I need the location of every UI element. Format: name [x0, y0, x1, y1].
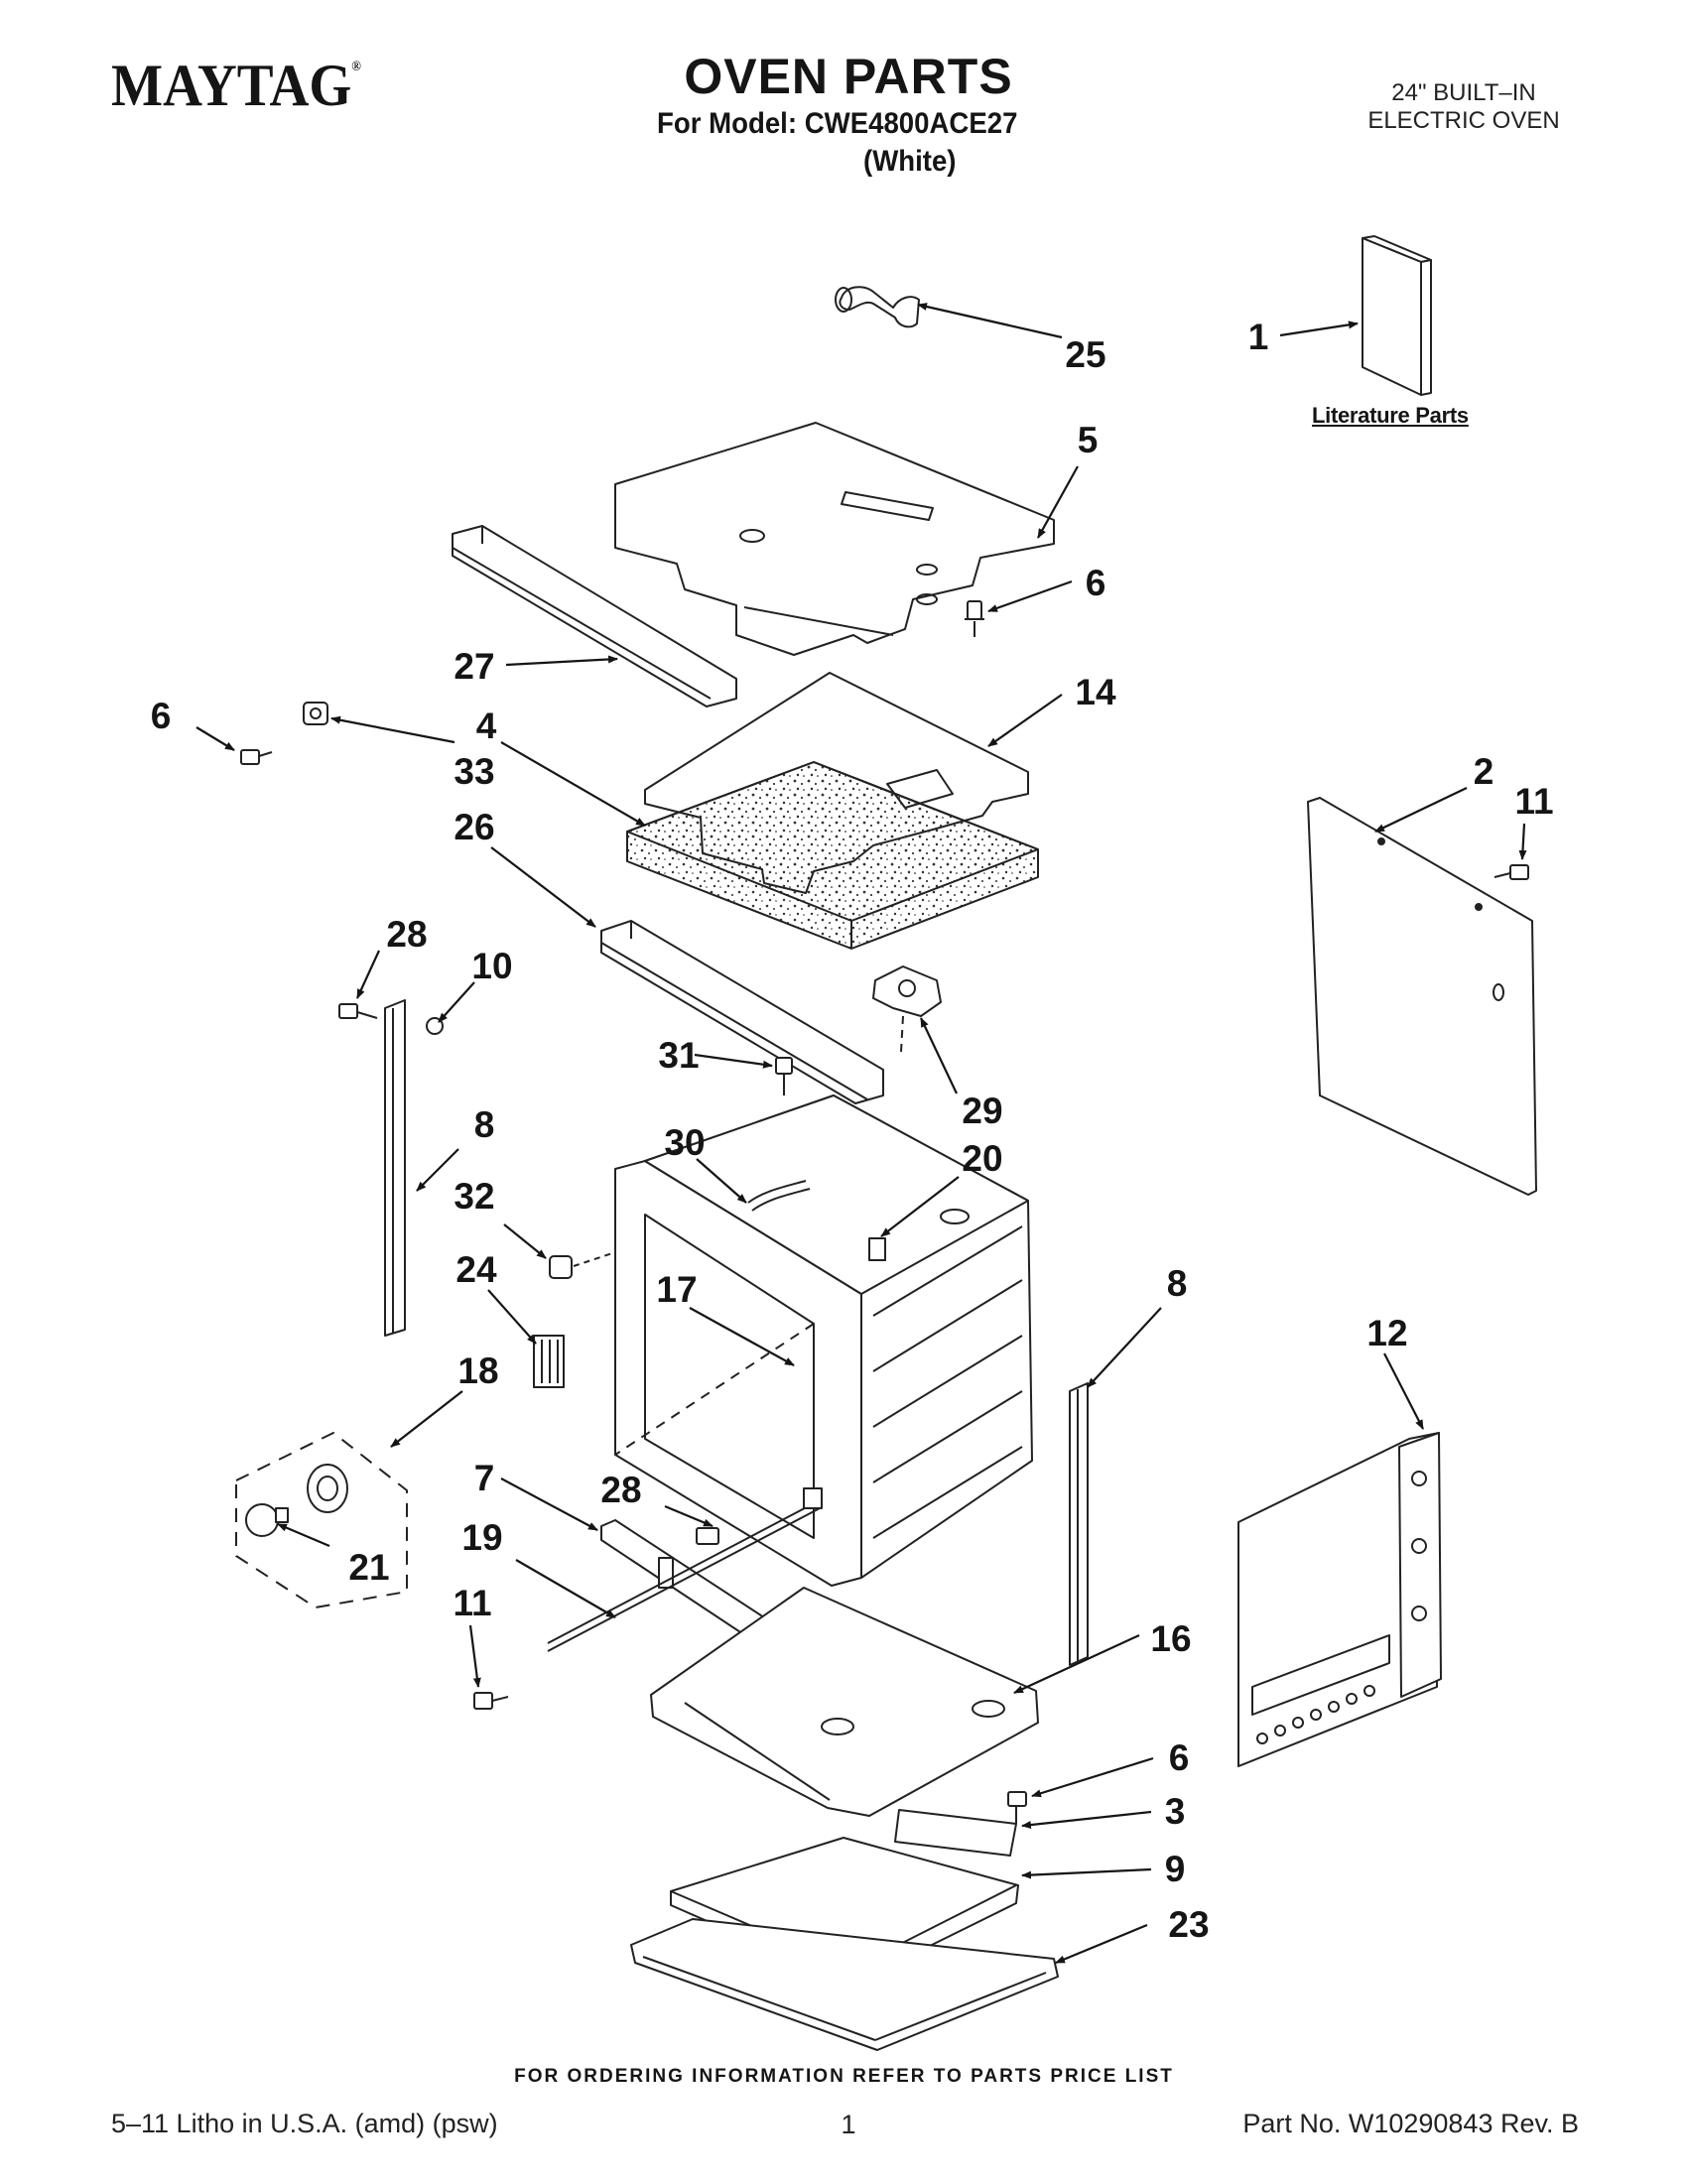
oven-sensor-probe — [747, 1180, 811, 1212]
base-tray — [630, 1918, 1059, 2051]
screw-28-lower — [696, 1527, 719, 1545]
callout-14: 14 — [1075, 672, 1116, 712]
callout-7: 7 — [474, 1458, 495, 1498]
callout-30: 30 — [664, 1122, 705, 1163]
callout-23: 23 — [1168, 1904, 1209, 1945]
literature-parts-label: Literature Parts — [1312, 403, 1469, 428]
bracket-3 — [894, 1809, 1017, 1857]
callout-12: 12 — [1366, 1313, 1407, 1353]
knob-32 — [549, 1251, 616, 1279]
callout-31: 31 — [658, 1035, 699, 1076]
insulation-pad — [626, 761, 1039, 950]
screw-31 — [775, 1057, 793, 1095]
callout-6-left: 6 — [151, 696, 172, 736]
callout-19: 19 — [461, 1517, 502, 1558]
callout-9: 9 — [1165, 1849, 1186, 1889]
registered-mark: ® — [351, 60, 361, 74]
callout-5: 5 — [1078, 420, 1099, 460]
brand-name: MAYTAG — [111, 53, 352, 118]
product-type-line-1: 24" BUILT–IN — [1391, 79, 1536, 106]
callout-26: 26 — [454, 807, 494, 847]
callout-20: 20 — [962, 1138, 1002, 1179]
callout-3: 3 — [1165, 1791, 1186, 1832]
vent-duct-rail — [600, 920, 884, 1104]
top-cover-panel — [614, 422, 1055, 656]
vent-elbow — [835, 286, 920, 328]
screw-left — [240, 749, 273, 765]
callout-8-left: 8 — [474, 1104, 495, 1145]
callout-labels: 1 2 3 4 5 6 6 6 7 8 8 9 10 11 11 12 14 1… — [151, 317, 1554, 1945]
callout-28-upper: 28 — [386, 914, 427, 955]
page-title: OVEN PARTS — [684, 49, 1013, 104]
callout-4: 4 — [476, 706, 497, 746]
left-vertical-trim — [384, 999, 406, 1337]
callout-21: 21 — [348, 1547, 389, 1588]
support-rod — [547, 1487, 823, 1652]
callout-8-right: 8 — [1167, 1263, 1188, 1304]
literature-booklet — [1362, 235, 1432, 396]
leader-lines — [195, 303, 1527, 1965]
callout-28-lower: 28 — [600, 1470, 641, 1510]
side-bracket — [1237, 1432, 1442, 1767]
litho-info: 5–11 Litho in U.S.A. (amd) (psw) — [111, 2109, 498, 2138]
screw-28-upper — [338, 1003, 378, 1019]
callout-18: 18 — [457, 1350, 498, 1391]
callout-6-top: 6 — [1086, 563, 1106, 603]
callout-10: 10 — [471, 946, 512, 986]
screw-top-right — [965, 600, 984, 637]
screw-6-lower — [1007, 1791, 1027, 1824]
side-panel-right — [1307, 797, 1537, 1196]
callout-27: 27 — [454, 646, 494, 687]
callout-17: 17 — [656, 1269, 697, 1310]
light-assembly-group — [235, 1432, 408, 1608]
front-trim-rail — [452, 525, 737, 707]
callout-29: 29 — [962, 1091, 1002, 1131]
brand-logo: MAYTAG® — [111, 52, 361, 120]
model-number: For Model: CWE4800ACE27 — [657, 107, 1018, 140]
screw-11-lower — [473, 1692, 509, 1710]
bracket-20 — [868, 1237, 886, 1261]
terminal-block — [533, 1335, 565, 1388]
product-type-line-2: ELECTRIC OVEN — [1367, 107, 1560, 134]
page-number: 1 — [841, 2110, 856, 2139]
thermostat-switch — [872, 965, 942, 1053]
right-vertical-trim — [1069, 1382, 1089, 1666]
callout-33: 33 — [454, 751, 494, 792]
callout-16: 16 — [1150, 1618, 1191, 1659]
callout-24: 24 — [455, 1249, 497, 1290]
callout-2: 2 — [1474, 751, 1494, 792]
callout-32: 32 — [454, 1176, 494, 1217]
product-type: 24" BUILT–IN ELECTRIC OVEN — [1320, 79, 1608, 135]
callout-11-upper: 11 — [1514, 781, 1553, 822]
callout-1: 1 — [1248, 317, 1269, 357]
model-color: (White) — [863, 145, 957, 178]
callout-25: 25 — [1065, 334, 1105, 375]
callout-11-lower: 11 — [453, 1583, 491, 1623]
bottom-panel — [650, 1587, 1039, 1817]
ordering-note: FOR ORDERING INFORMATION REFER TO PARTS … — [514, 2066, 1174, 2087]
mounting-clip — [303, 702, 328, 725]
part-number: Part No. W10290843 Rev. B — [1242, 2109, 1579, 2138]
oven-cavity — [614, 1094, 1033, 1587]
screw-11-upper — [1493, 864, 1529, 880]
callout-6-lower: 6 — [1169, 1737, 1190, 1778]
